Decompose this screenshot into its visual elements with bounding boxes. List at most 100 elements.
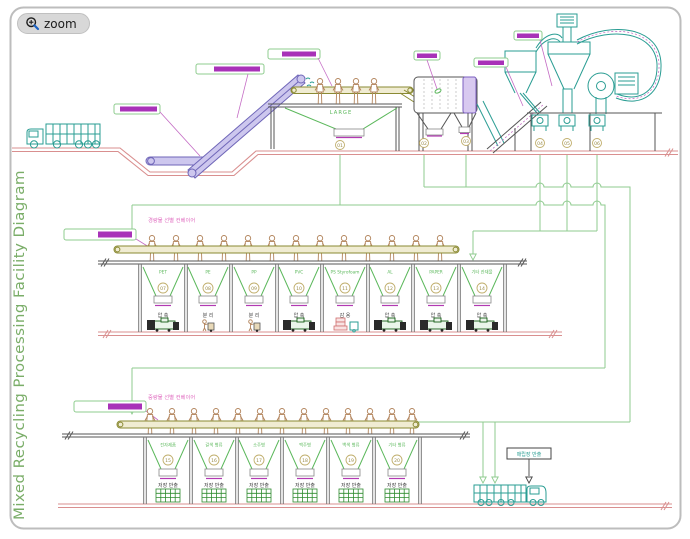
heavy-sorting-caption: 중량물 선별 컨베이어 xyxy=(148,393,195,401)
cyclone-feed-conveyor xyxy=(486,101,548,154)
incline-conveyor-label xyxy=(195,63,265,119)
bin-action: 압 축 xyxy=(385,312,396,319)
bin-label: 전자제품 xyxy=(160,442,176,449)
outlet-number: 06 xyxy=(594,141,600,147)
magnifier-icon xyxy=(25,16,40,31)
bin-action: 저장 반출 xyxy=(295,482,315,489)
sorting-bin-pet: PET 07 압 축 xyxy=(142,266,184,333)
light-sorting-conveyor xyxy=(113,245,460,254)
pallet-icon xyxy=(292,488,318,503)
bin-label: 소주병 xyxy=(253,442,265,449)
pre-separator xyxy=(504,50,537,73)
bin-label: 기타 잔재물 xyxy=(471,269,492,276)
storage-bin-soju: 소주병 17 저장 반출 xyxy=(238,439,280,503)
rotary-valve: 06 xyxy=(588,114,606,148)
outlet-number: 04 xyxy=(537,141,543,147)
pit-conveyor-label xyxy=(113,103,201,157)
outlet-number: 03 xyxy=(463,139,469,145)
bin-action: 분 리 xyxy=(249,312,260,319)
falling-material xyxy=(305,77,315,87)
feed-conveyor-label xyxy=(473,57,524,107)
bin-label: PE xyxy=(205,270,211,276)
bin-number: 19 xyxy=(348,458,354,464)
outlet-number: 05 xyxy=(564,141,570,147)
rotary-valve: 04 xyxy=(531,114,549,148)
bin-action: 압 축 xyxy=(477,312,488,319)
cart-icon xyxy=(248,319,261,333)
bin-action: 압 축 xyxy=(158,312,169,319)
presort-platform-label xyxy=(267,48,333,87)
blower-fan xyxy=(587,72,615,100)
bin-number: 15 xyxy=(165,458,171,464)
bin-number: 14 xyxy=(479,286,485,292)
heavy-sorting-conveyor xyxy=(116,420,420,429)
bin-label: PP xyxy=(251,270,257,276)
storage-bin-beer: 맥주병 18 저장 반출 xyxy=(284,439,326,503)
sorting-bin-pe: PE 08 분 리 xyxy=(187,266,229,333)
sorting-bin-paper: PAPER 13 압 축 xyxy=(415,266,457,333)
bin-action: 압 축 xyxy=(294,312,305,319)
bin-number: 12 xyxy=(387,286,393,292)
stack-icon xyxy=(333,317,359,333)
cyclone-label xyxy=(513,30,553,87)
bin-action: 저장 반출 xyxy=(341,482,361,489)
suction-duct xyxy=(535,33,563,53)
baler-icon xyxy=(465,317,499,333)
light-sorting-platform xyxy=(98,258,527,332)
bin-label: 기타 병류 xyxy=(388,442,405,449)
bin-number: 08 xyxy=(205,286,211,292)
landfill-dispatch-text: 매립장 반출 xyxy=(517,451,542,458)
bin-label: 갈색 병류 xyxy=(205,442,222,449)
zoom-button[interactable]: zoom xyxy=(17,13,90,34)
zoom-button-label: zoom xyxy=(44,16,77,31)
bin-action: 저장 반출 xyxy=(204,482,224,489)
bin-action: 저장 반출 xyxy=(249,482,269,489)
cyclone-body xyxy=(547,41,591,55)
baler-icon xyxy=(373,317,407,333)
bin-number: 16 xyxy=(211,458,217,464)
storage-bin-white-glass: 백색 병류 19 저장 반출 xyxy=(330,439,372,503)
bin-action: 압 축 xyxy=(431,312,442,319)
light-sorting-label-box xyxy=(63,228,150,248)
outbound-truck xyxy=(473,484,547,506)
baler-icon xyxy=(419,317,453,333)
sorting-bin-pp: PP 09 분 리 xyxy=(233,266,275,333)
sorting-bin-ps: PS Styrofoam 11 감 용 xyxy=(324,266,366,333)
bin-action: 감 용 xyxy=(340,312,351,319)
light-sorting-caption: 경량물 선별 컨베이어 xyxy=(148,216,195,224)
outlet-number: 01 xyxy=(337,143,343,149)
bin-number: 10 xyxy=(296,286,302,292)
sorting-bin-etc: 기타 잔재물 14 압 축 xyxy=(461,266,503,333)
trommel-label xyxy=(413,50,441,90)
bin-label: PS Styrofoam xyxy=(331,270,360,276)
bin-number: 20 xyxy=(394,458,400,464)
rotary-valve: 05 xyxy=(558,114,576,148)
outlet-number: 02 xyxy=(421,141,427,147)
pallet-icon xyxy=(201,488,227,503)
heavy-sorting-platform xyxy=(62,431,470,504)
blower-motor xyxy=(614,72,639,95)
pallet-icon xyxy=(384,488,410,503)
bin-label: 백색 병류 xyxy=(342,442,359,449)
trommel-port xyxy=(434,88,442,94)
bin-number: 09 xyxy=(251,286,257,292)
storage-bin-etc-glass: 기타 병류 20 저장 반출 xyxy=(376,439,418,503)
sorting-bin-al: AL 12 압 축 xyxy=(369,266,411,333)
bin-number: 18 xyxy=(302,458,308,464)
bin-label: PET xyxy=(159,270,167,276)
bin-label: 맥주병 xyxy=(299,442,311,449)
trommel-discharge-chute xyxy=(476,100,505,147)
baler-icon xyxy=(282,317,316,333)
large-hopper-label: LARGE xyxy=(330,110,352,116)
bin-number: 11 xyxy=(342,286,348,292)
storage-bin-electronics: 전자제품 15 저장 반출 xyxy=(147,439,189,503)
bin-label: AL xyxy=(387,270,393,276)
pallet-icon xyxy=(155,488,181,503)
bin-action: 저장 반출 xyxy=(158,482,178,489)
bin-number: 13 xyxy=(433,286,439,292)
return-duct xyxy=(576,33,658,98)
bin-number: 07 xyxy=(160,286,166,292)
callout-labels-top xyxy=(113,30,553,157)
pallet-icon xyxy=(338,488,364,503)
cart-icon xyxy=(202,319,215,333)
